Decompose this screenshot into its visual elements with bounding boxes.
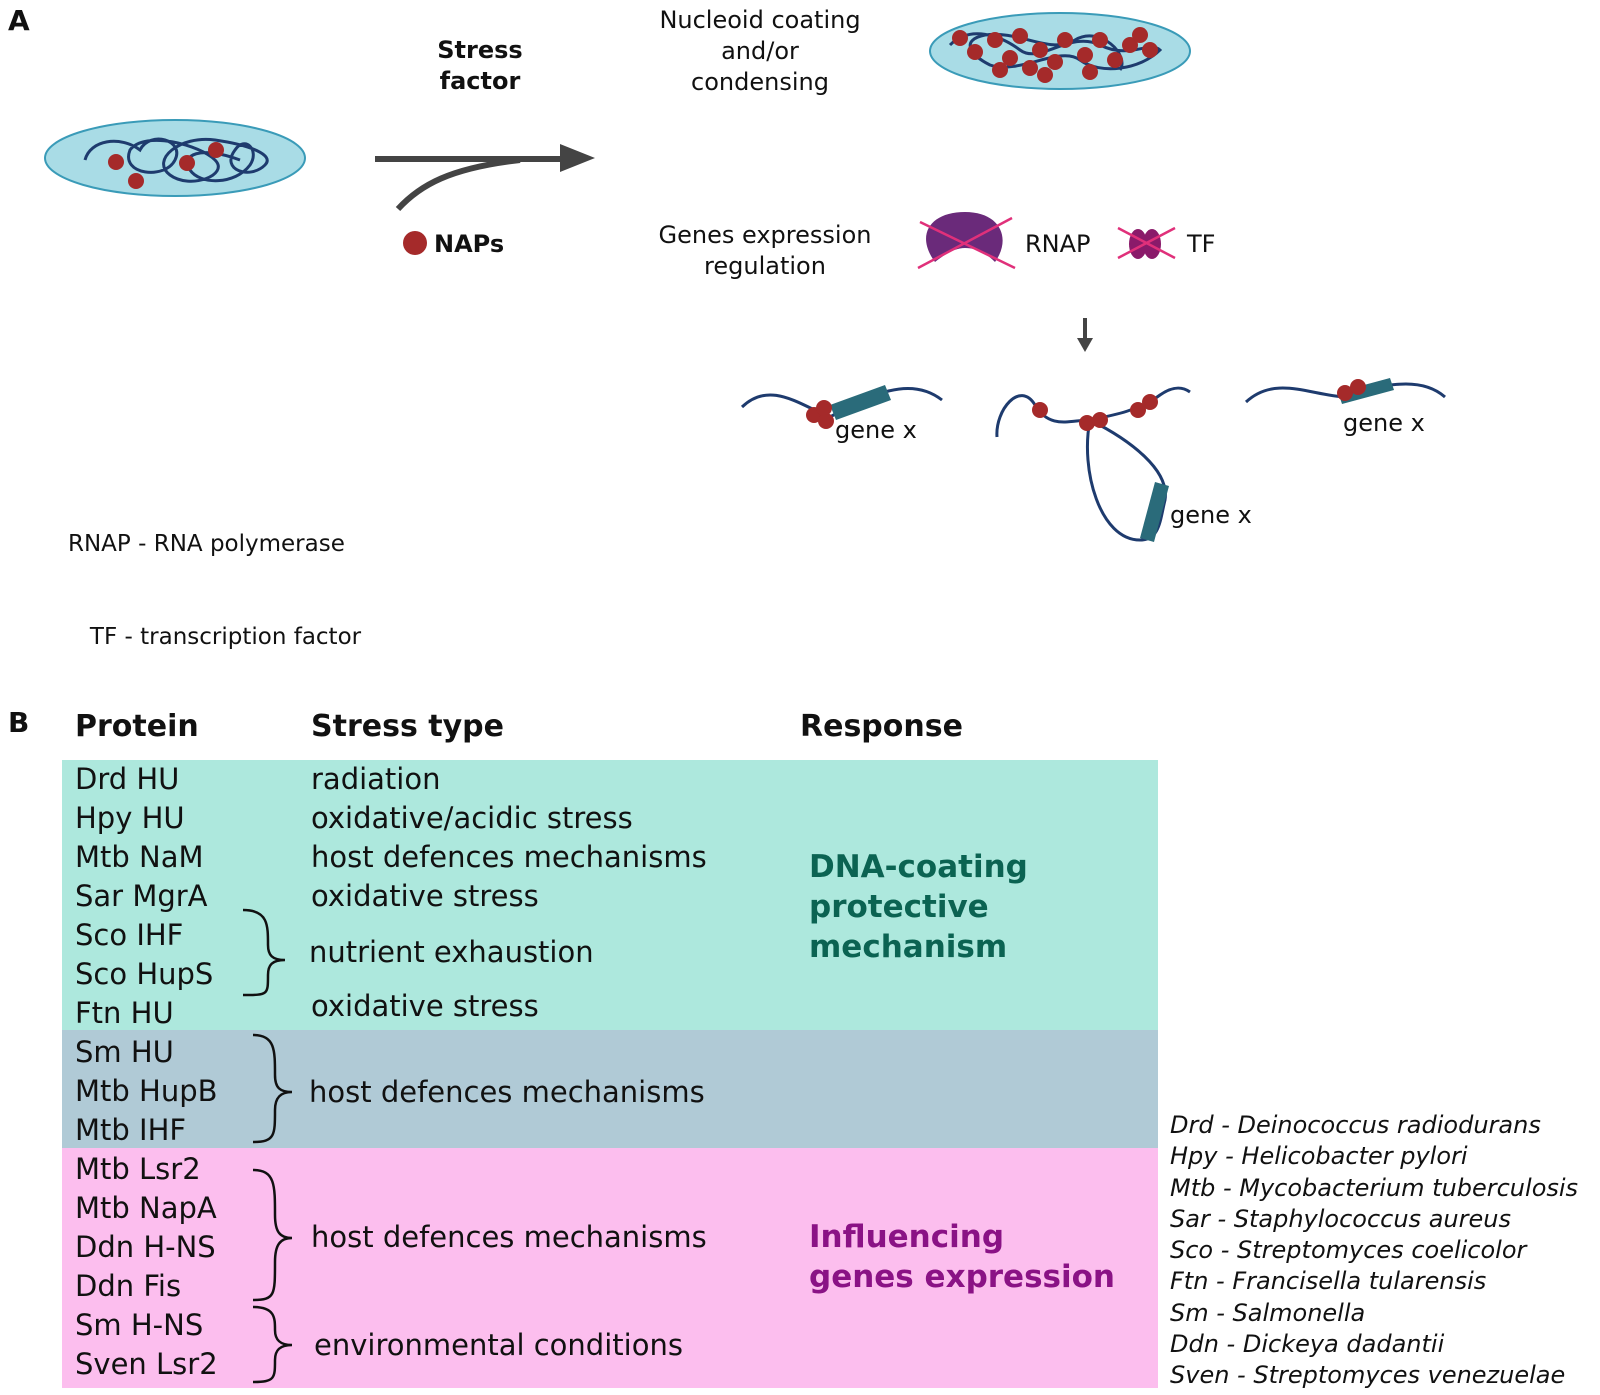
stress-label-line-1: Stress <box>437 36 523 64</box>
stress-host-defences-3: host defences mechanisms <box>311 1220 707 1254</box>
abbr-item: Sco - Streptomyces coelicolor <box>1170 1236 1527 1265</box>
abbr-item: Sven - Streptomyces venezuelae <box>1170 1361 1566 1390</box>
naps-label: NAPs <box>434 230 505 258</box>
stress-radiation: radiation <box>311 762 441 796</box>
brace-host2 <box>252 1168 293 1302</box>
header-stress-type: Stress type <box>311 709 504 744</box>
abbr-item: Mtb - Mycobacterium tuberculosis <box>1170 1173 1579 1202</box>
initial-cell <box>44 119 306 197</box>
protein-item: Sco HupS <box>75 957 214 991</box>
panel-b-letter: B <box>8 706 30 739</box>
abbr-item: Ftn - Francisella tularensis <box>1170 1267 1487 1296</box>
protein-item: Ddn H-NS <box>75 1230 216 1264</box>
stress-oxidative-2: oxidative stress <box>311 989 539 1023</box>
brace-env <box>252 1305 293 1384</box>
abbr-item: Drd - Deinococcus radiodurans <box>1170 1111 1541 1139</box>
brace-sco <box>242 908 286 997</box>
gene-diagram-3 <box>1244 378 1446 404</box>
abbr-item: Sm - Salmonella <box>1170 1298 1366 1327</box>
response-expression-line-2: genes expression <box>809 1259 1115 1295</box>
nap-legend-dot <box>403 231 427 255</box>
legend-rnap: RNAP - RNA polymerase <box>68 531 345 557</box>
gene-label-1: gene x <box>835 416 917 444</box>
response-expression: Influencing genes expression <box>809 1217 1115 1297</box>
protein-item: Hpy HU <box>75 801 185 835</box>
brace-host1 <box>252 1033 293 1144</box>
response-expression-line-1: Influencing <box>809 1219 1005 1255</box>
stress-oxidative-acidic: oxidative/acidic stress <box>311 801 633 835</box>
protein-item: Sven Lsr2 <box>75 1347 218 1381</box>
abbr-item: Ddn - Dickeya dadantii <box>1170 1330 1445 1359</box>
protein-item: Ddn Fis <box>75 1269 182 1303</box>
protein-item: Ftn HU <box>75 996 174 1030</box>
legend-tf: TF - transcription factor <box>68 624 362 650</box>
genes-line-1: Genes expression <box>658 221 872 249</box>
gene-label-3: gene x <box>1343 409 1425 437</box>
stress-oxidative-1: oxidative stress <box>311 879 539 913</box>
gene-label-2: gene x <box>1170 501 1252 529</box>
response-protective-line-1: DNA-coating <box>809 849 1028 885</box>
rnap-label: RNAP <box>1025 230 1091 258</box>
nucleoid-line-2: and/or <box>721 37 799 65</box>
stress-label-line-2: factor <box>439 67 521 95</box>
down-arrow <box>1077 318 1093 352</box>
gene-diagram-1 <box>740 385 943 429</box>
genes-expression-label: Genes expression regulation <box>640 220 890 282</box>
nucleoid-line-1: Nucleoid coating <box>659 6 861 34</box>
rnap-icon <box>917 212 1016 270</box>
nucleoid-label: Nucleoid coating and/or condensing <box>640 5 880 98</box>
header-response: Response <box>800 709 963 744</box>
panel-a-legend: RNAP - RNA polymerase TF - transcription… <box>68 467 361 684</box>
protein-item: Sm HU <box>75 1035 174 1069</box>
panel-a-letter: A <box>8 4 30 37</box>
response-protective-line-2: protective <box>809 889 989 925</box>
nucleoid-line-3: condensing <box>691 68 829 96</box>
protein-item: Sm H-NS <box>75 1308 204 1342</box>
response-protective: DNA-coating protective mechanism <box>809 847 1028 967</box>
gene-diagram-2 <box>995 386 1191 542</box>
protein-item: Mtb IHF <box>75 1113 187 1147</box>
protein-item: Drd HU <box>75 762 180 796</box>
protein-item: Mtb NaM <box>75 840 204 874</box>
stress-nutrient: nutrient exhaustion <box>309 935 594 969</box>
genes-line-2: regulation <box>704 252 826 280</box>
protein-item: Mtb HupB <box>75 1074 218 1108</box>
stress-environmental: environmental conditions <box>314 1328 683 1362</box>
header-protein: Protein <box>75 709 199 744</box>
protein-item: Sar MgrA <box>75 879 208 913</box>
response-protective-line-3: mechanism <box>809 929 1008 965</box>
abbr-item: Sar - Staphylococcus aureus <box>1170 1204 1511 1233</box>
tf-label: TF <box>1187 230 1216 258</box>
protein-item: Sco IHF <box>75 918 184 952</box>
stress-arrow <box>375 144 595 212</box>
abbr-item: Hpy - Helicobacter pylori <box>1170 1142 1468 1171</box>
abbreviation-legend: Drd - Deinococcus radiodurans Hpy - Heli… <box>1170 1110 1578 1392</box>
protein-list: Drd HU Hpy HU Mtb NaM Sar MgrA Sco IHF S… <box>75 760 218 1384</box>
stress-host-defences-1: host defences mechanisms <box>311 840 707 874</box>
stress-factor-label: Stress factor <box>410 35 550 97</box>
stress-host-defences-2: host defences mechanisms <box>309 1075 705 1109</box>
condensed-cell <box>929 12 1191 90</box>
protein-item: Mtb NapA <box>75 1191 217 1225</box>
protein-item: Mtb Lsr2 <box>75 1152 201 1186</box>
tf-icon <box>1117 226 1176 260</box>
